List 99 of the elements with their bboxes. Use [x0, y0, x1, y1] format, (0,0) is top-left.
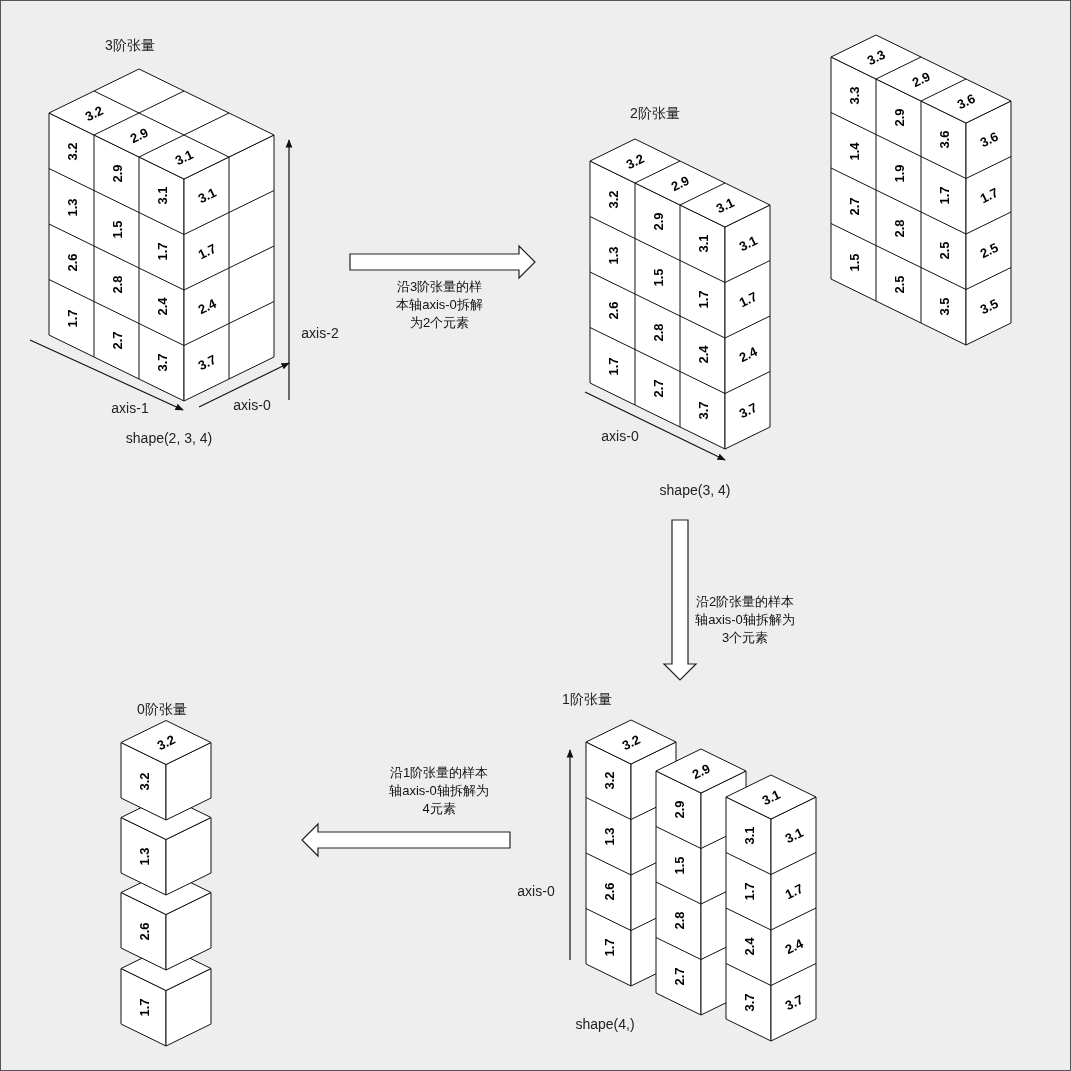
cell-value: 3.3 [847, 86, 861, 105]
cell-value: 1.7 [937, 186, 951, 205]
cell-value: 2.9 [892, 108, 906, 127]
cell-value: 3.1 [782, 825, 805, 846]
block-arrow [349, 244, 536, 280]
cell-value: 2.9 [672, 800, 686, 819]
cell-value: 3.1 [195, 185, 218, 206]
cell-value: 2.8 [672, 911, 686, 930]
cell-value: 3.2 [606, 190, 620, 209]
cell-value: 3.5 [937, 297, 951, 316]
cell-value: 1.7 [977, 185, 1000, 206]
cell-value: 2.5 [937, 241, 951, 260]
cell-value: 3.2 [624, 151, 646, 171]
cell-value: 1.9 [892, 164, 906, 183]
cell-value: 3.7 [736, 400, 759, 421]
axis-label: axis-0 [233, 397, 271, 413]
cell-value: 3.1 [696, 234, 710, 253]
cell-value: 2.9 [669, 173, 691, 193]
edge-label: 沿3阶张量的样本轴axis-0拆解为2个元素 [395, 278, 484, 332]
cell-value: 1.7 [606, 357, 620, 376]
cell-value: 3.2 [65, 142, 79, 161]
cell-value: 1.5 [651, 268, 665, 287]
shape-label: shape(4,) [575, 1016, 635, 1032]
edge-label: 沿2阶张量的样本轴axis-0轴拆解为3个元素 [694, 593, 796, 647]
cell-value: 1.7 [782, 881, 805, 902]
cell-value: 2.8 [892, 219, 906, 238]
shape-label: shape(3, 4) [659, 482, 731, 498]
shape-label: shape(2, 3, 4) [125, 430, 213, 446]
cell-value: 1.5 [847, 253, 861, 272]
cell-value: 3.1 [760, 787, 782, 807]
cell-value: 1.7 [696, 290, 710, 309]
block-arrow [301, 822, 511, 858]
cell-value: 2.6 [606, 301, 620, 320]
axis-label: axis-0 [517, 883, 555, 899]
cell-value: 1.7 [195, 241, 218, 262]
cell-value: 2.5 [892, 275, 906, 294]
cell-value: 1.7 [65, 309, 79, 328]
tensor-title: 1阶张量 [562, 691, 612, 709]
cell-value: 3.7 [155, 353, 169, 372]
cell-value: 1.7 [155, 242, 169, 261]
cell-value: 3.1 [155, 186, 169, 205]
tensor-title: 3阶张量 [105, 37, 155, 55]
cell-value: 3.7 [696, 401, 710, 420]
cell-value: 2.6 [65, 253, 79, 272]
cell-value: 1.4 [847, 142, 861, 161]
cell-value: 2.4 [696, 345, 710, 364]
edge-label: 沿1阶张量的样本轴axis-0轴拆解为4元素 [388, 764, 490, 818]
cell-value: 1.3 [65, 198, 79, 217]
cell-value: 3.2 [620, 732, 642, 752]
cell-value: 2.6 [602, 882, 616, 901]
cell-value: 2.7 [110, 331, 124, 350]
cell-value: 3.6 [977, 129, 1000, 150]
cell-value: 3.7 [782, 992, 805, 1013]
cell-value: 2.8 [651, 323, 665, 342]
cell-value: 3.1 [714, 195, 736, 215]
cell-value: 2.6 [137, 922, 151, 941]
cell-value: 3.2 [602, 771, 616, 790]
tensor-title: 0阶张量 [137, 701, 187, 719]
cell-value: 3.3 [865, 47, 887, 67]
block-arrow [662, 519, 698, 681]
cell-value: 1.3 [602, 827, 616, 846]
cell-value: 1.7 [137, 998, 151, 1017]
cell-value: 1.7 [742, 882, 756, 901]
axis-label: axis-0 [601, 428, 639, 444]
cell-value: 3.6 [955, 91, 977, 111]
cell-value: 3.2 [155, 732, 177, 753]
cell-value: 2.9 [690, 761, 712, 781]
cell-value: 1.3 [606, 246, 620, 265]
cell-value: 2.9 [651, 212, 665, 231]
cell-value: 2.4 [736, 344, 759, 365]
cell-value: 3.6 [937, 130, 951, 149]
cell-value: 2.4 [195, 296, 218, 317]
cell-value: 1.5 [672, 856, 686, 875]
cell-value: 2.4 [742, 937, 756, 956]
cell-value: 2.5 [977, 240, 1000, 261]
cell-value: 2.9 [110, 164, 124, 183]
axis-label: axis-2 [301, 325, 339, 341]
cell-value: 2.9 [910, 69, 932, 89]
cell-value: 2.9 [128, 125, 150, 145]
cell-value: 3.2 [83, 103, 105, 123]
cell-value: 1.7 [736, 289, 759, 310]
cell-value: 2.7 [672, 967, 686, 986]
axis-label: axis-1 [111, 400, 149, 416]
cell-value: 2.4 [782, 936, 805, 957]
cell-value: 2.7 [651, 379, 665, 398]
tensor-title: 2阶张量 [630, 105, 680, 123]
cell-value: 2.8 [110, 275, 124, 294]
cell-value: 1.5 [110, 220, 124, 239]
cell-value: 1.3 [137, 847, 151, 866]
cell-value: 3.1 [736, 233, 759, 254]
cell-value: 2.4 [155, 297, 169, 316]
cell-value: 1.7 [602, 938, 616, 957]
cell-value: 3.2 [137, 772, 151, 791]
cell-value: 3.7 [742, 993, 756, 1012]
cell-value: 3.5 [977, 296, 1000, 317]
cell-value: 2.7 [847, 197, 861, 216]
cell-value: 3.1 [173, 147, 195, 167]
cell-value: 3.1 [742, 826, 756, 845]
cell-value: 3.7 [195, 352, 218, 373]
